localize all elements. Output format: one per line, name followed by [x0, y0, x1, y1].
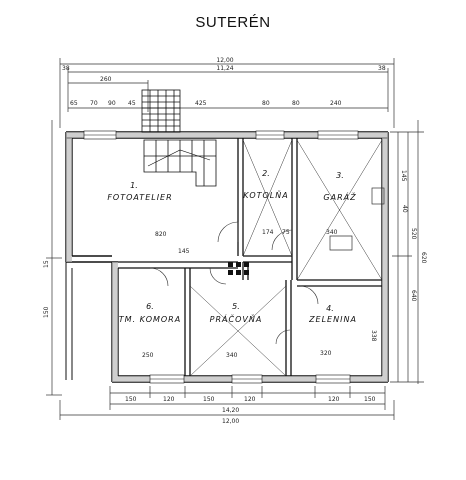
- door-swings: [149, 221, 319, 345]
- dim-top-total: 12,00: [216, 57, 233, 64]
- room-3-number: 3.: [336, 171, 344, 180]
- room-6-name: TM. KOMORA: [119, 315, 181, 324]
- dim-top-90: 90: [108, 100, 116, 107]
- dim-right-640: 640: [410, 290, 417, 302]
- dim-right-40: 40: [401, 205, 408, 213]
- dim-bottom-120c: 120: [328, 396, 340, 403]
- dim-right-520: 520: [410, 228, 417, 240]
- dim-right-145: 145: [400, 170, 407, 182]
- room-1-number: 1.: [130, 181, 138, 190]
- room-5-number: 5.: [232, 302, 240, 311]
- dim-bottom-120b: 120: [244, 396, 256, 403]
- dim-bottom-150a: 150: [125, 396, 137, 403]
- dim-left-15: 15: [43, 260, 50, 268]
- room-3-name: GARÁŽ: [323, 191, 356, 202]
- dim-left-150: 150: [43, 306, 50, 318]
- staircase-top: [141, 89, 181, 133]
- dim-top-240: 240: [330, 100, 342, 107]
- dim-room1-145: 145: [178, 248, 190, 255]
- dimension-lines-right: [390, 120, 424, 384]
- dim-bottom-120: 120: [163, 396, 175, 403]
- wall-fill: [66, 132, 388, 382]
- dim-room3-340: 340: [326, 229, 338, 236]
- dim-room5-340: 340: [226, 352, 238, 359]
- room-diagonals: [189, 139, 383, 377]
- dim-right-620: 620: [420, 252, 427, 264]
- dim-top-70: 70: [90, 100, 98, 107]
- windows-bottom: [149, 374, 351, 384]
- room-2-number: 2.: [262, 169, 270, 178]
- dim-bottom-150c: 150: [364, 396, 376, 403]
- dim-bottom-12-00: 12,00: [222, 418, 239, 425]
- dim-bottom-14-20: 14,20: [222, 407, 239, 414]
- dim-top-right-offset: 38: [378, 65, 386, 72]
- dim-top-80b: 80: [292, 100, 300, 107]
- dim-top-65: 65: [70, 100, 78, 107]
- room-4-number: 4.: [326, 304, 334, 313]
- dim-bottom-150b: 150: [203, 396, 215, 403]
- dim-room4-338: 338: [370, 330, 377, 342]
- dim-top-left-offset: 38: [62, 65, 70, 72]
- dim-room1-820: 820: [155, 231, 167, 238]
- staircase-interior: [143, 139, 217, 187]
- page-title: SUTERÉN: [195, 14, 271, 31]
- room-1-name: FOTOATELIER: [107, 193, 172, 202]
- dim-room4-320: 320: [320, 350, 332, 357]
- room-2-name: KOTOLŇA: [243, 189, 288, 200]
- room-4-name: ZELENINA: [308, 315, 357, 324]
- dim-top-80a: 80: [262, 100, 270, 107]
- dim-top-inner: 11,24: [216, 65, 233, 72]
- room-5-name: PRÁČOVŇA: [210, 313, 263, 324]
- dimension-lines-left: [46, 120, 62, 396]
- dim-top-260: 260: [100, 76, 112, 83]
- chimney-block: [228, 262, 249, 275]
- dim-top-45: 45: [128, 100, 136, 107]
- dim-top-425: 425: [195, 100, 207, 107]
- dim-room2-75: 75: [282, 229, 290, 236]
- dimension-lines-bottom: [59, 386, 395, 420]
- room-6-number: 6.: [146, 302, 154, 311]
- dim-room2-174: 174: [262, 229, 274, 236]
- windows-top: [83, 130, 359, 140]
- garage-door-mark: [329, 187, 385, 251]
- dim-room6-250: 250: [142, 352, 154, 359]
